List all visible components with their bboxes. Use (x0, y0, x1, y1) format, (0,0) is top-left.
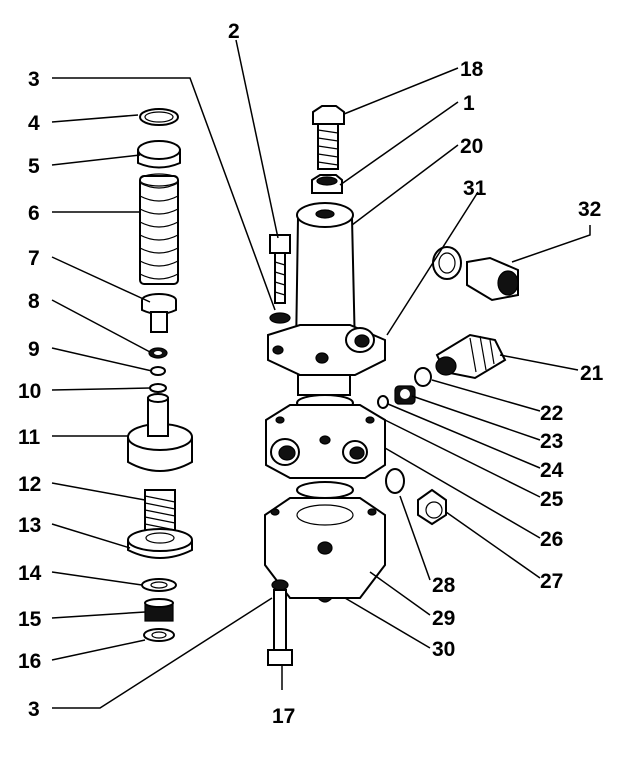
callout-6: 6 (28, 202, 40, 225)
leader-lines (51, 39, 591, 709)
part-18-bolt (312, 105, 345, 170)
callout-21: 21 (580, 362, 604, 385)
callout-29: 29 (432, 607, 455, 630)
callout-30: 30 (432, 638, 455, 661)
callout-17: 17 (272, 705, 295, 728)
part-24-small-ring (377, 395, 389, 409)
part-21-fitting (435, 333, 507, 380)
callout-10: 10 (18, 380, 41, 403)
part-32-fitting (466, 256, 519, 302)
callout-7: 7 (28, 247, 40, 270)
part-31-o-ring (432, 246, 462, 280)
part-14-washer (141, 578, 177, 592)
callout-20: 20 (460, 135, 483, 158)
part-6-spring (139, 173, 179, 285)
callout-5: 5 (28, 155, 40, 178)
callout-2: 2 (228, 20, 240, 43)
part-7-spring-seat (141, 293, 177, 333)
callout-22: 22 (540, 402, 563, 425)
part-11-piston (127, 393, 193, 472)
callout-13: 13 (18, 514, 41, 537)
part-13-disc (127, 528, 193, 559)
part-valve-body (265, 394, 386, 479)
part-5-cap (137, 140, 181, 169)
part-16-washer (143, 628, 175, 642)
part-15-nut (144, 598, 174, 622)
part-8-ring (148, 347, 168, 359)
callout-16: 16 (18, 650, 41, 673)
part-1-nut (311, 174, 343, 194)
callout-15: 15 (18, 608, 42, 631)
part-22-o-ring (414, 367, 432, 387)
callout-4: 4 (28, 112, 40, 135)
part-17-bolt (267, 579, 293, 666)
callout-31: 31 (463, 177, 487, 200)
part-9-small-ring (150, 366, 166, 376)
callout-32: 32 (578, 198, 601, 221)
part-27-plug (417, 488, 447, 526)
callout-11: 11 (18, 426, 41, 449)
part-28-o-ring (385, 468, 405, 494)
part-2-screw (269, 234, 291, 324)
part-30-lower-housing (264, 481, 386, 603)
callout-1: 1 (463, 92, 475, 115)
callout-28: 28 (432, 574, 456, 597)
callout-26: 26 (540, 528, 563, 551)
callout-23: 23 (540, 430, 563, 453)
part-23-insert (394, 385, 416, 405)
part-20-upper-housing (267, 202, 386, 396)
callout-3-top: 3 (28, 68, 40, 91)
part-12-spring (144, 489, 176, 531)
part-4-o-ring (139, 108, 179, 126)
callout-9: 9 (28, 338, 40, 361)
callout-24: 24 (540, 459, 564, 482)
callout-18: 18 (460, 58, 484, 81)
part-10-washer (149, 383, 167, 393)
callout-3-bottom: 3 (28, 698, 40, 721)
callout-27: 27 (540, 570, 563, 593)
callout-14: 14 (18, 562, 42, 585)
callout-25: 25 (540, 488, 564, 511)
callout-8: 8 (28, 290, 40, 313)
callout-12: 12 (18, 473, 41, 496)
